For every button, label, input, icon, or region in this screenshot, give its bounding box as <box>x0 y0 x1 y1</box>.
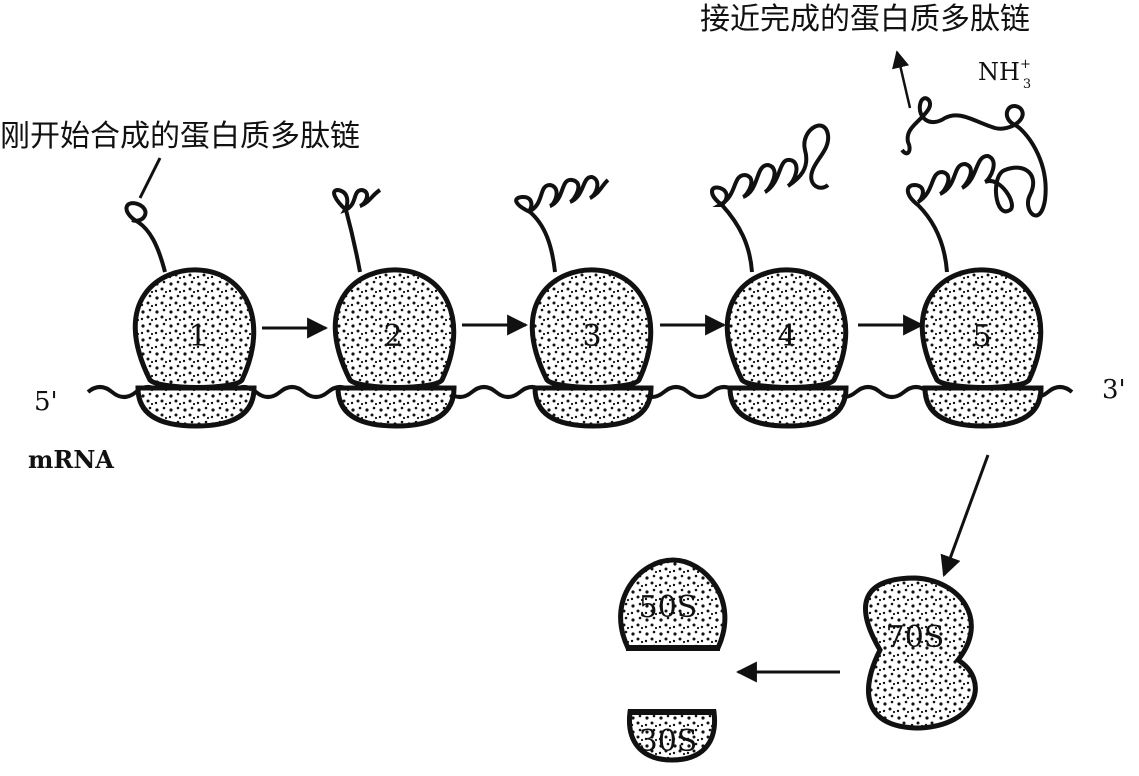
ribosome-label: 5 <box>972 319 991 354</box>
mrna-label: mRNA <box>28 445 114 474</box>
polypeptide-chain-5 <box>900 96 1048 273</box>
release-arrow <box>892 50 912 109</box>
polypeptide-chain-1 <box>124 201 167 273</box>
ribosome-70s-label: 70S <box>886 620 945 655</box>
polypeptide-chain-4 <box>710 123 831 273</box>
subunit-50s: 50S <box>618 557 728 651</box>
label-new-chain: 刚开始合成的蛋白质多肽链 <box>0 119 360 154</box>
five-prime-label: 5' <box>34 387 58 417</box>
pointer-line <box>138 157 162 199</box>
ribosome-label: 3 <box>582 319 601 354</box>
ribosome-3: 3 <box>529 267 654 429</box>
dissociation-arrow <box>940 454 990 577</box>
polypeptide-chain-2 <box>332 187 382 273</box>
ribosome-70s: 70S <box>863 575 978 731</box>
ribosome-5: 5 <box>919 267 1044 429</box>
label-near-complete-chain: 接近完成的蛋白质多肽链 <box>700 2 1030 37</box>
polypeptide-chain-3 <box>514 175 610 273</box>
ribosome-label: 4 <box>777 319 796 354</box>
ribosome-label: 1 <box>188 319 207 354</box>
three-prime-label: 3' <box>1102 375 1126 405</box>
ribosome-2: 2 <box>332 267 457 429</box>
ribosome-label: 2 <box>383 319 402 354</box>
subunit-50s-label: 50S <box>639 590 698 625</box>
nh3-label: NH+3 <box>978 57 1031 92</box>
subunit-30s-label: 30S <box>639 724 698 759</box>
ribosome-1: 1 <box>132 267 257 429</box>
ribosome-4: 4 <box>724 267 849 429</box>
subunit-30s: 30S <box>626 709 718 763</box>
